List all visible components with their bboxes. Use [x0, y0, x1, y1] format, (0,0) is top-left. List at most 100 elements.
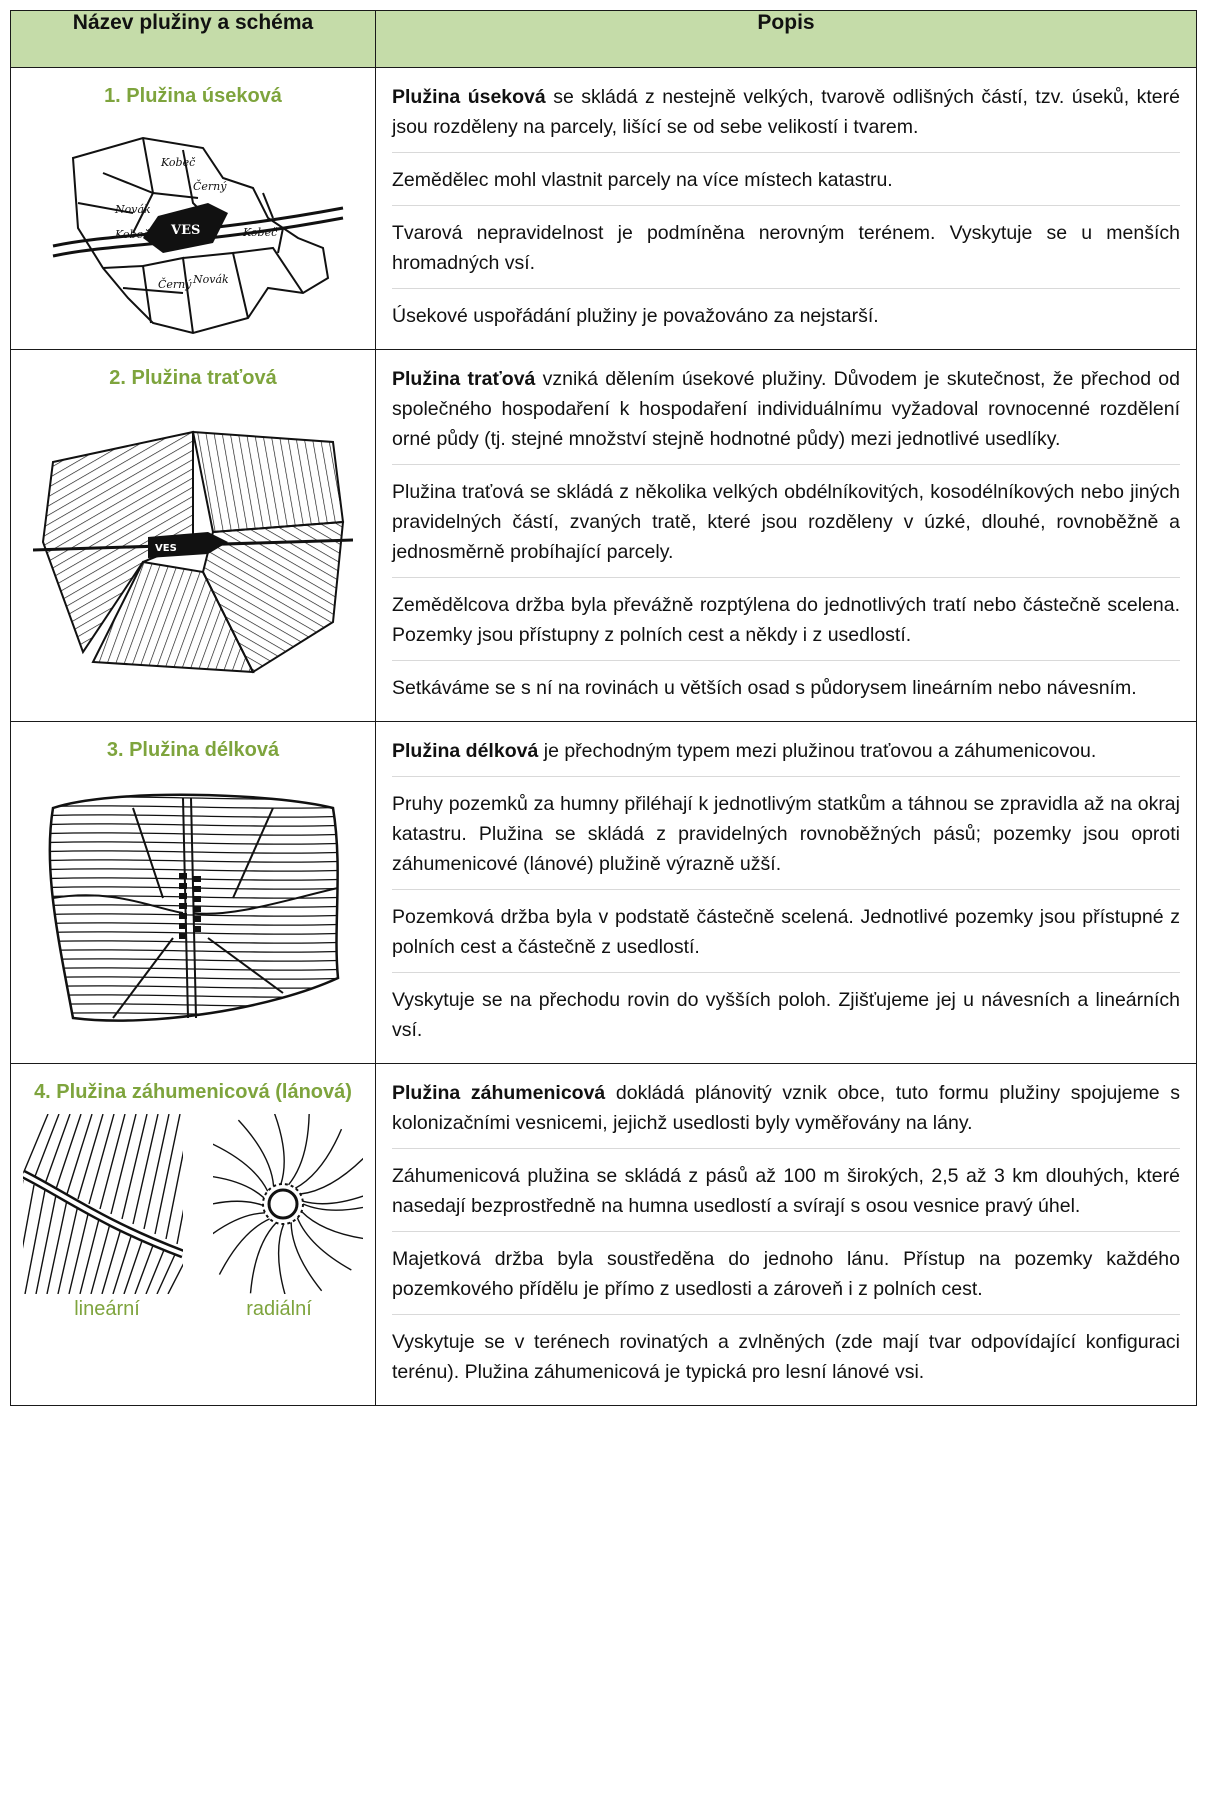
strip-field-scheme: VES	[33, 430, 353, 674]
field-strip-line	[49, 976, 339, 980]
field-strip-line	[88, 1114, 115, 1205]
field-strip-line	[110, 1114, 137, 1215]
field-strip-line	[49, 796, 339, 800]
paragraph-text: vzniká dělením úsekové plužiny. Důvodem …	[392, 368, 1181, 450]
paragraph-text: Pozemková držba byla v podstatě částečně…	[392, 906, 1180, 958]
paragraph-text: se skládá z nestejně velkých, tvarově od…	[392, 86, 1180, 138]
paragraph-bold-term: Plužina úseková	[392, 86, 546, 108]
field-strip-line	[49, 940, 339, 944]
field-strip-line	[49, 832, 339, 836]
village-label: VES	[170, 223, 200, 238]
paragraph-text: Zemědělec mohl vlastnit parcely na více …	[392, 169, 893, 191]
field-strip-line	[287, 1114, 310, 1186]
paragraph-text: Pruhy pozemků za humny přiléhají k jedno…	[392, 793, 1180, 875]
field-strip-line	[123, 1234, 145, 1294]
field-strip-line	[79, 1214, 101, 1294]
field-strip-line	[273, 1114, 285, 1185]
paragraph-text: Záhumenicová plužina se skládá z pásů až…	[392, 1165, 1180, 1217]
field-strip-line	[165, 1150, 183, 1240]
field-strip-line	[33, 1114, 60, 1180]
field-strip-line	[33, 1022, 353, 1024]
paragraph: Zemědělcova držba byla převážně rozptýle…	[392, 588, 1180, 661]
field-strip-line	[44, 1114, 71, 1185]
paragraph: Vyskytuje se na přechodu rovin do vyššíc…	[392, 983, 1180, 1055]
field-strip-line	[49, 814, 339, 818]
field-strip-line	[213, 1143, 269, 1192]
field-strip-line	[294, 1128, 343, 1189]
row-3-name-cell: 3. Plužina délková	[10, 721, 376, 1064]
paragraph: Plužina délková je přechodným typem mezi…	[392, 734, 1180, 777]
field-strip-line	[249, 1222, 277, 1294]
field-strip-line	[49, 931, 339, 935]
field-strip-line	[154, 1114, 181, 1235]
paragraph: Tvarová nepravidelnost je podmíněna nero…	[392, 216, 1180, 289]
table-row: 4. Plužina záhumenicová (lánová) lineárn…	[10, 1063, 1197, 1406]
table-header-row: Název plužiny a schéma Popis	[10, 10, 1197, 68]
field-strip-line	[300, 1157, 363, 1195]
field-strip-line	[112, 1229, 134, 1294]
field-strip-line	[35, 1194, 57, 1294]
paragraph-text: dokládá plánovitý vznik obce, tuto formu…	[392, 1082, 1180, 1134]
linear-label: lineární	[74, 1298, 140, 1320]
field-strip-line	[90, 1219, 112, 1294]
field-strip-line	[55, 1114, 82, 1190]
table-row: 2. Plužina traťová	[10, 349, 1197, 722]
field-strip-line	[134, 1239, 156, 1294]
paragraph-text: Zemědělcova držba byla převážně rozptýle…	[392, 594, 1180, 646]
field-strip-line	[68, 1209, 90, 1294]
paragraph-text: je přechodným typem mezi plužinou traťov…	[538, 740, 1097, 762]
field-strip-line	[301, 1211, 363, 1240]
row-4-description-cell: Plužina záhumenicová dokládá plánovitý v…	[375, 1063, 1197, 1406]
field-strip-line	[121, 1114, 148, 1220]
field-strip-line	[99, 1114, 126, 1210]
map-label: Novák	[192, 273, 229, 286]
map-label: Kobeč	[160, 156, 196, 169]
paragraph: Setkáváme se s ní na rovinách u větších …	[392, 671, 1180, 713]
table-row: 1. Plužina úseková	[10, 67, 1197, 350]
field-strip-line	[176, 1209, 183, 1245]
paragraph-text: Tvarová nepravidelnost je podmíněna nero…	[392, 222, 1180, 274]
paragraph: Plužina záhumenicová dokládá plánovitý v…	[392, 1076, 1180, 1149]
paragraph: Majetková držba byla soustředěna do jedn…	[392, 1242, 1180, 1315]
field-strip-line	[132, 1114, 159, 1225]
map-label: Kobeč	[114, 228, 150, 241]
scheme-sublabels: lineární radiální	[21, 1298, 365, 1321]
field-strip-line	[156, 1249, 178, 1294]
field-strip-line	[49, 949, 339, 953]
paragraph-bold-term: Plužina záhumenicová	[392, 1082, 606, 1104]
field-strip-line	[213, 1176, 265, 1199]
linear-scheme	[23, 1114, 183, 1294]
field-strip-line	[277, 1223, 286, 1294]
paragraph-text: Úsekové uspořádání plužiny je považováno…	[392, 305, 879, 327]
field-strip-line	[213, 1200, 264, 1207]
field-strip-line	[167, 1263, 183, 1294]
map-label: Novák	[114, 203, 151, 216]
row-3-title: 3. Plužina délková	[106, 739, 280, 761]
paragraph: Plužina traťová vzniká dělením úsekové p…	[392, 362, 1180, 465]
row-1-description-cell: Plužina úseková se skládá z nestejně vel…	[375, 67, 1197, 350]
field-strip-line	[46, 1199, 68, 1294]
long-strip-field-scheme	[33, 793, 353, 1024]
plot-types-table: Název plužiny a schéma Popis 1. Plužina …	[10, 10, 1197, 1406]
map-label: Kobeč	[242, 226, 278, 239]
field-strip-line	[49, 958, 339, 962]
map-label: Černý	[193, 179, 227, 193]
row-4-title: 4. Plužina záhumenicová (lánová)	[34, 1081, 352, 1103]
paragraph-bold-term: Plužina délková	[392, 740, 539, 762]
row-2-title: 2. Plužina traťová	[109, 367, 277, 389]
paragraph-text: Vyskytuje se v terénech rovinatých a zvl…	[392, 1331, 1180, 1383]
field-strip-line	[290, 1222, 323, 1292]
paragraph: Plužina úseková se skládá z nestejně vel…	[392, 80, 1180, 153]
field-strip-line	[66, 1114, 93, 1195]
field-strip-line	[145, 1244, 167, 1294]
row-4-name-cell: 4. Plužina záhumenicová (lánová) lineárn…	[10, 1063, 376, 1406]
field-strip-line	[49, 1003, 339, 1007]
block-field-scheme: Kobeč Černý Novák Kobeč VES Kobeč Černý …	[52, 136, 344, 335]
paragraph-text: Majetková držba byla soustředěna do jedn…	[392, 1248, 1180, 1300]
paragraph-text: Plužina traťová se skládá z několika vel…	[392, 481, 1180, 563]
field-strip-line	[302, 1203, 363, 1211]
table-row: 3. Plužina délková	[10, 721, 1197, 1064]
field-strip-line	[23, 1184, 35, 1249]
village-label: VES	[155, 543, 177, 554]
field-strip-line	[101, 1224, 123, 1294]
